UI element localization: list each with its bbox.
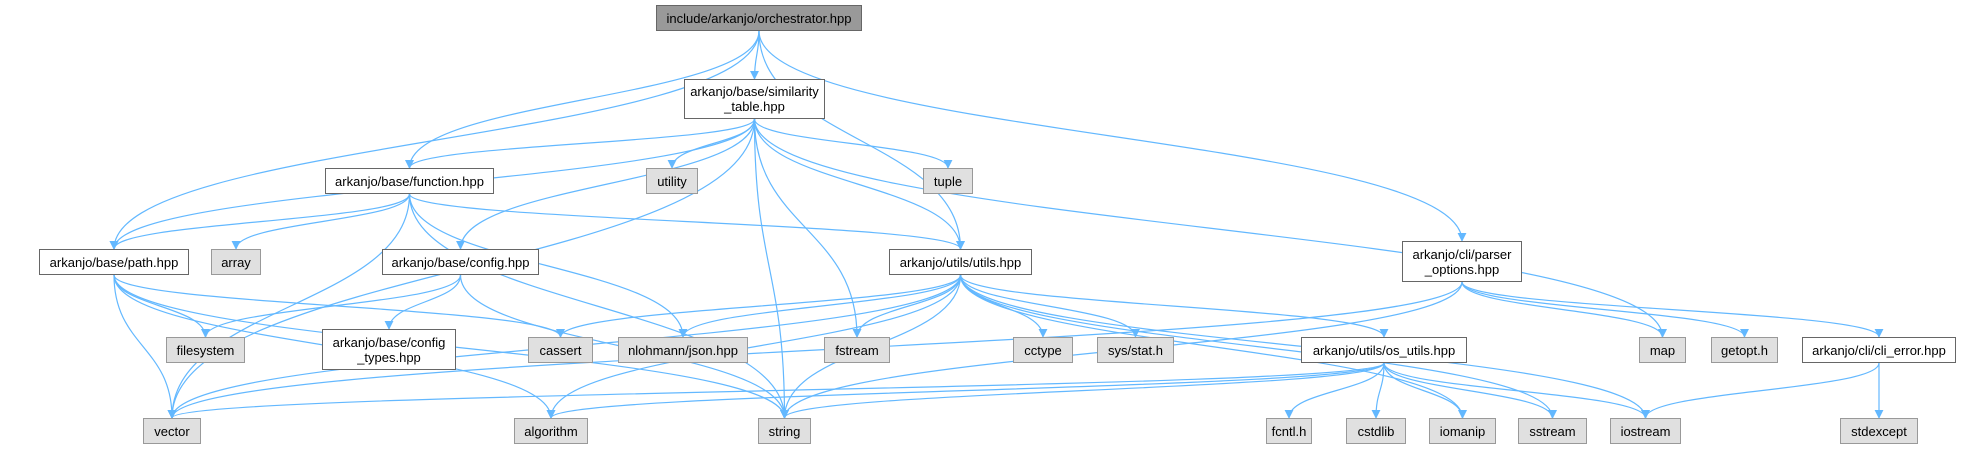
- edge-sim-to-string: [753, 118, 789, 419]
- edge-utils-to-cassert: [556, 274, 962, 338]
- edge-root-to-path: [109, 30, 760, 250]
- edge-utils-to-fstream: [852, 274, 962, 338]
- node-similarity-table-hpp[interactable]: arkanjo/base/similarity _table.hpp: [684, 79, 825, 119]
- edge-os_utils-to-iostream: [1383, 362, 1650, 419]
- edge-function-to-nlohmann: [408, 193, 688, 338]
- node-os-utils-hpp[interactable]: arkanjo/utils/os_utils.hpp: [1301, 337, 1467, 363]
- node-config-types-hpp[interactable]: arkanjo/base/config _types.hpp: [322, 329, 456, 370]
- node-map: map: [1639, 337, 1686, 363]
- edge-os_utils-to-string: [780, 362, 1385, 419]
- edge-utils-to-nlohmann: [678, 274, 962, 338]
- edge-os_utils-to-iomanip: [1383, 362, 1467, 419]
- edge-os_utils-to-cstdlib: [1371, 362, 1385, 419]
- edge-os_utils-to-algorithm: [546, 362, 1385, 419]
- edge-root-to-parser: [758, 30, 1467, 242]
- edge-utils-to-algorithm: [546, 274, 962, 419]
- node-array: array: [211, 249, 261, 275]
- edge-cli_error-to-iostream: [1641, 362, 1880, 419]
- node-utils-hpp[interactable]: arkanjo/utils/utils.hpp: [889, 249, 1032, 275]
- node-tuple: tuple: [923, 168, 973, 194]
- edge-os_utils-to-vector: [167, 362, 1385, 419]
- node-filesystem: filesystem: [166, 337, 245, 363]
- edge-function-to-path: [109, 193, 411, 250]
- node-cctype: cctype: [1013, 337, 1073, 363]
- node-parser-options-hpp[interactable]: arkanjo/cli/parser _options.hpp: [1402, 241, 1522, 282]
- node-config-hpp[interactable]: arkanjo/base/config.hpp: [382, 249, 539, 275]
- node-string: string: [758, 418, 811, 444]
- node-cli-error-hpp[interactable]: arkanjo/cli/cli_error.hpp: [1802, 337, 1956, 363]
- edge-sim-to-function: [405, 118, 756, 169]
- edge-parser-to-getopt: [1461, 281, 1749, 338]
- edge-function-to-string: [408, 193, 789, 419]
- node-orchestrator-hpp[interactable]: include/arkanjo/orchestrator.hpp: [656, 5, 862, 31]
- node-vector: vector: [143, 418, 201, 444]
- edge-sim-to-utility: [667, 118, 756, 169]
- edge-function-to-vector: [167, 193, 411, 419]
- node-iostream: iostream: [1610, 418, 1681, 444]
- edge-config-to-filesystem: [201, 274, 462, 338]
- edge-sim-to-utils: [753, 118, 965, 250]
- edge-root-to-sim: [750, 30, 760, 80]
- edge-parser-to-cli_error: [1461, 281, 1884, 338]
- node-fstream: fstream: [824, 337, 890, 363]
- edge-function-to-utils: [408, 193, 965, 250]
- node-fcntl-h: fcntl.h: [1266, 418, 1312, 444]
- node-function-hpp[interactable]: arkanjo/base/function.hpp: [325, 168, 494, 194]
- edge-root-to-function: [405, 30, 760, 169]
- edge-utils-to-cctype: [959, 274, 1048, 338]
- node-getopt-h: getopt.h: [1711, 337, 1778, 363]
- edge-parser-to-map: [1461, 281, 1667, 338]
- node-iomanip: iomanip: [1429, 418, 1496, 444]
- node-nlohmann-json-hpp: nlohmann/json.hpp: [618, 337, 748, 363]
- node-sys-stat-h: sys/stat.h: [1097, 337, 1174, 363]
- edge-config-to-config_types: [384, 274, 462, 330]
- edge-sim-to-tuple: [753, 118, 953, 169]
- node-algorithm: algorithm: [514, 418, 588, 444]
- edge-path-to-filesystem: [113, 274, 210, 338]
- node-path-hpp[interactable]: arkanjo/base/path.hpp: [39, 249, 189, 275]
- edge-os_utils-to-fcntl: [1284, 362, 1385, 419]
- edge-sim-to-map: [753, 118, 1667, 338]
- node-cstdlib: cstdlib: [1346, 418, 1406, 444]
- edge-os_utils-to-sstream: [1383, 362, 1557, 419]
- edge-utils-to-iomanip: [959, 274, 1467, 419]
- edge-root-to-utils: [758, 30, 965, 250]
- node-stdexcept: stdexcept: [1840, 418, 1918, 444]
- edge-utils-to-os_utils: [959, 274, 1389, 338]
- edge-function-to-array: [231, 193, 411, 250]
- node-sstream: sstream: [1518, 418, 1587, 444]
- edge-path-to-vector: [113, 274, 177, 419]
- node-cassert: cassert: [528, 337, 593, 363]
- edge-parser-to-vector: [167, 281, 1463, 419]
- node-utility: utility: [646, 168, 698, 194]
- edge-sim-to-config: [456, 118, 756, 250]
